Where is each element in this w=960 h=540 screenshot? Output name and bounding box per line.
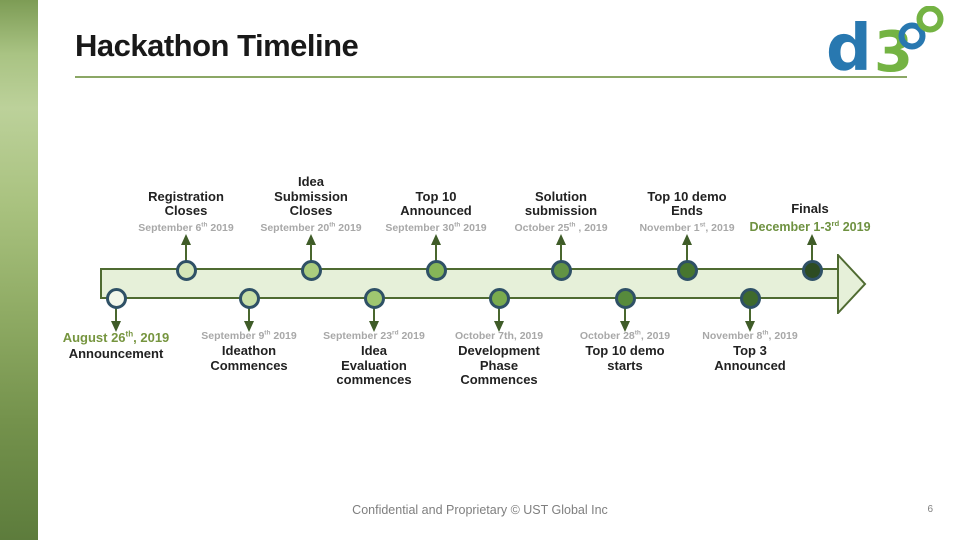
milestone-title: Idea Evaluation commences [336, 343, 412, 388]
connector-stem [749, 305, 751, 323]
confidentiality-footer: Confidential and Proprietary © UST Globa… [352, 503, 608, 517]
up-arrow-icon [682, 234, 692, 245]
connector-stem [811, 244, 813, 262]
milestone-title: Top 10 demo starts [585, 343, 665, 373]
up-arrow-icon [807, 234, 817, 245]
milestone-ideathon-commences: September 9th 2019 Ideathon Commences [179, 330, 319, 373]
down-arrow-icon [620, 321, 630, 332]
timeline-node-top10-demo-starts [615, 288, 636, 309]
timeline-node-top10-announced [426, 260, 447, 281]
milestone-title: Registration Closes [148, 188, 224, 219]
milestone-date: November 1st, 2019 [639, 221, 735, 234]
up-arrow-icon [306, 234, 316, 245]
connector-stem [498, 305, 500, 323]
milestone-top10-announced: Top 10 Announced September 30th 2019 [366, 158, 506, 234]
connector-stem [373, 305, 375, 323]
connector-stem [185, 244, 187, 262]
milestone-top10-demo-starts: October 28th, 2019 Top 10 demo starts [555, 330, 695, 373]
page-number: 6 [927, 504, 933, 515]
milestone-date: October 28th, 2019 [579, 329, 671, 342]
d3-logo: d 3 [824, 4, 950, 86]
timeline-node-announcement [106, 288, 127, 309]
milestone-date: August 26th, 2019 [62, 329, 170, 345]
down-arrow-icon [111, 321, 121, 332]
logo-letter-d: d [826, 12, 872, 86]
milestone-date: September 30th 2019 [385, 221, 487, 234]
timeline-node-top3-announced [740, 288, 761, 309]
connector-stem [686, 244, 688, 262]
down-arrow-icon [745, 321, 755, 332]
milestone-title: Solution submission [524, 188, 598, 219]
left-accent-strip [0, 0, 40, 540]
milestone-finals: Finals December 1-3rd 2019 [722, 158, 898, 234]
milestone-date: November 8th, 2019 [702, 329, 798, 342]
milestone-date: September 9th 2019 [201, 329, 297, 342]
milestone-development-phase-commences: October 7th, 2019 Development Phase Comm… [429, 330, 569, 388]
milestone-top3-announced: November 8th, 2019 Top 3 Announced [680, 330, 820, 373]
up-arrow-icon [181, 234, 191, 245]
timeline-node-top10-demo-ends [677, 260, 698, 281]
page-title: Hackathon Timeline [75, 28, 359, 63]
timeline-arrowhead [837, 254, 867, 314]
milestone-title: Finals [791, 201, 829, 217]
milestone-registration-closes: Registration Closes September 6th 2019 [116, 158, 256, 234]
milestone-solution-submission: Solution submission October 25th , 2019 [491, 158, 631, 234]
down-arrow-icon [494, 321, 504, 332]
milestone-title: Top 10 Announced [400, 188, 472, 219]
milestone-top10-demo-ends: Top 10 demo Ends November 1st, 2019 [617, 158, 757, 234]
milestone-title: Announcement [68, 346, 164, 361]
timeline-node-development-phase [489, 288, 510, 309]
logo-infinity-icon [898, 6, 944, 50]
milestone-date: October 25th , 2019 [514, 221, 608, 234]
timeline-node-solution-submission [551, 260, 572, 281]
title-underline [75, 76, 907, 78]
milestone-announcement: August 26th, 2019 Announcement [46, 330, 186, 362]
milestone-title: Development Phase Commences [458, 343, 540, 388]
timeline-arrow-body [100, 268, 838, 299]
milestone-idea-evaluation-commences: September 23rd 2019 Idea Evaluation comm… [304, 330, 444, 388]
up-arrow-icon [556, 234, 566, 245]
timeline-node-idea-submission [301, 260, 322, 281]
milestone-date: September 23rd 2019 [323, 329, 425, 342]
down-arrow-icon [369, 321, 379, 332]
milestone-idea-submission-closes: Idea Submission Closes September 20th 20… [241, 158, 381, 234]
milestone-title: Idea Submission Closes [274, 174, 348, 219]
milestone-date: December 1-3rd 2019 [749, 218, 871, 234]
connector-stem [115, 305, 117, 323]
connector-stem [624, 305, 626, 323]
connector-stem [310, 244, 312, 262]
timeline-node-registration [176, 260, 197, 281]
milestone-date: September 6th 2019 [138, 221, 234, 234]
connector-stem [248, 305, 250, 323]
up-arrow-icon [431, 234, 441, 245]
down-arrow-icon [244, 321, 254, 332]
connector-stem [560, 244, 562, 262]
milestone-date: September 20th 2019 [260, 221, 362, 234]
timeline-node-ideathon [239, 288, 260, 309]
timeline-node-idea-evaluation [364, 288, 385, 309]
timeline-node-finals [802, 260, 823, 281]
milestone-title: Top 3 Announced [714, 343, 786, 373]
milestone-title: Ideathon Commences [210, 343, 288, 373]
milestone-title: Top 10 demo Ends [647, 188, 727, 219]
connector-stem [435, 244, 437, 262]
milestone-date: October 7th, 2019 [454, 330, 544, 342]
